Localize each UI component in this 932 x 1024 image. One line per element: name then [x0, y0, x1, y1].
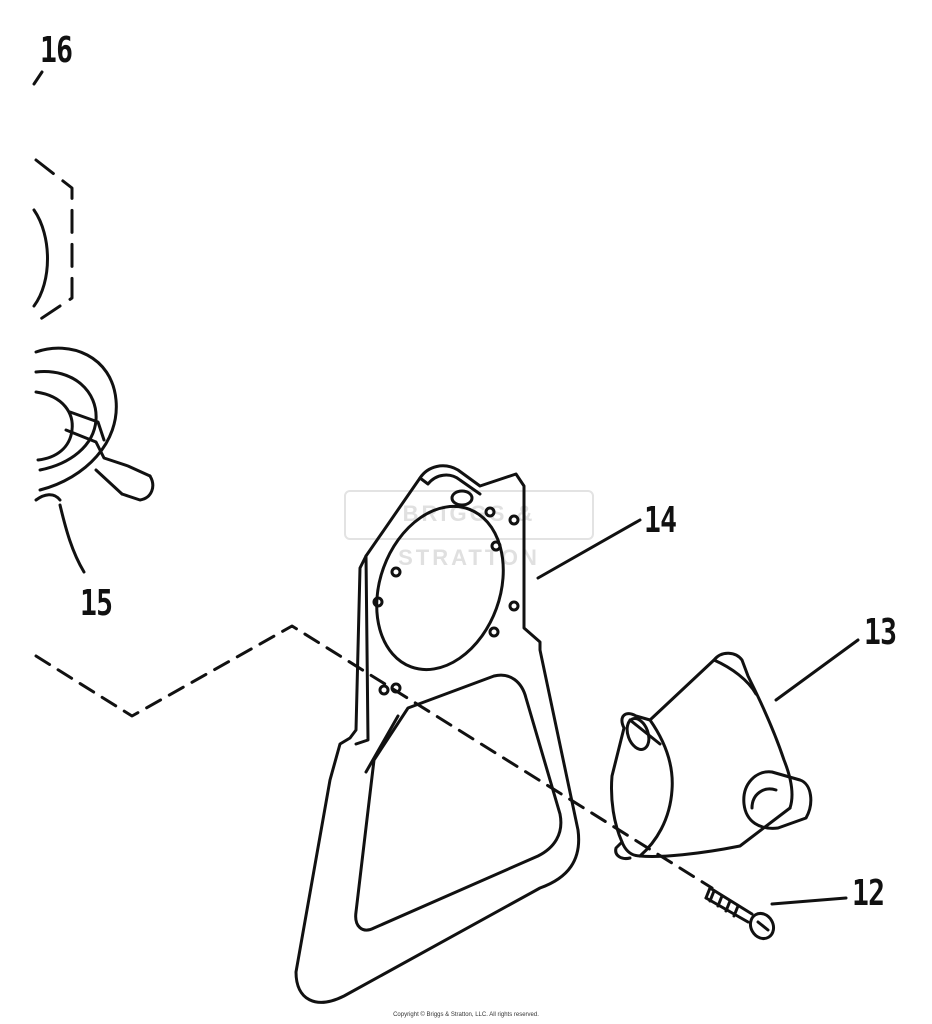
callout-13: 13 [864, 612, 897, 653]
leader-16 [32, 70, 44, 86]
part-14-bracket [294, 464, 581, 1004]
part-16-inner-arc [32, 208, 49, 308]
copyright-notice: Copyright © Briggs & Stratton, LLC. All … [393, 1012, 539, 1018]
leader-12 [770, 896, 848, 906]
leader-14 [536, 518, 642, 580]
callout-15: 15 [80, 583, 113, 624]
leader-15 [58, 503, 86, 574]
callout-12: 12 [852, 873, 885, 914]
part-12-screw [704, 886, 776, 941]
part-15-shaft [34, 346, 155, 502]
part-16-housing-dashed [34, 158, 74, 324]
callout-16: 16 [40, 30, 73, 71]
assembly-centerline-dashed [34, 624, 714, 890]
callout-14: 14 [644, 500, 677, 541]
part-13-cover [610, 651, 813, 860]
leader-13 [774, 638, 860, 702]
